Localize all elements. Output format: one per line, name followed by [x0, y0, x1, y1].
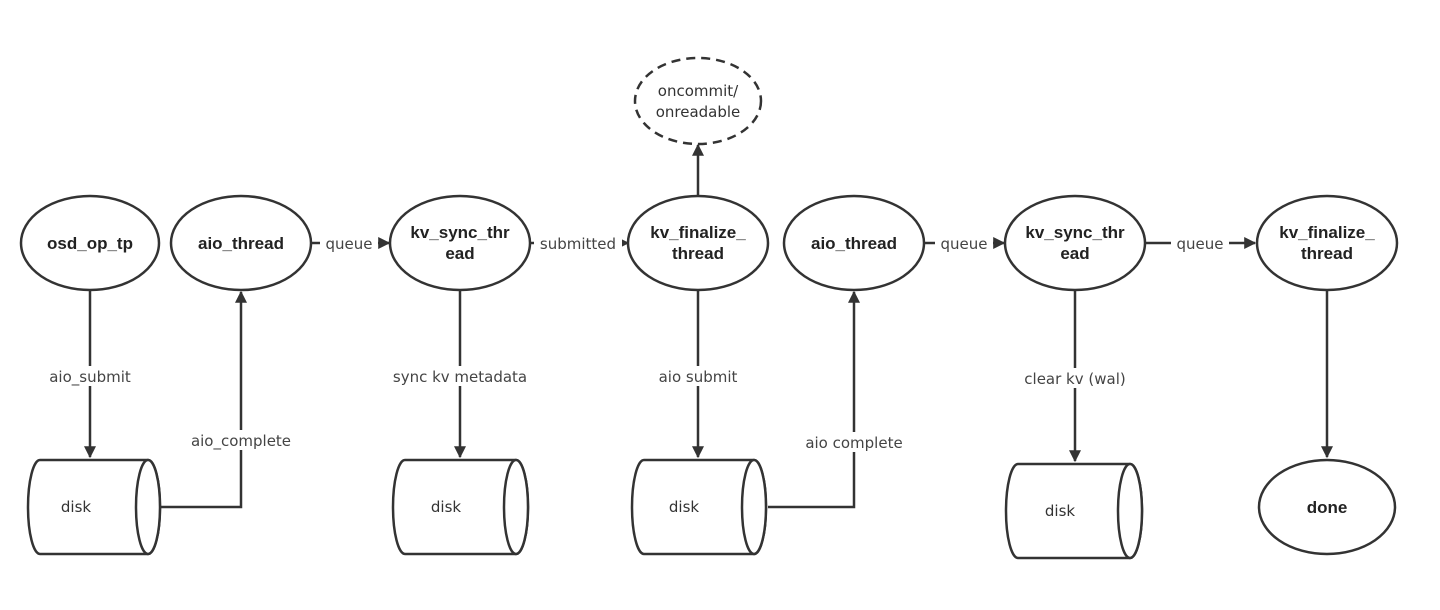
node-disk-4: disk: [1004, 462, 1144, 560]
svg-text:thread: thread: [672, 244, 724, 263]
node-oncommit-onreadable: oncommit/ onreadable: [633, 56, 763, 146]
svg-text:kv_finalize_: kv_finalize_: [1279, 223, 1375, 242]
node-osd-op-tp: osd_op_tp: [19, 194, 161, 292]
svg-text:clear kv (wal): clear kv (wal): [1024, 370, 1125, 388]
svg-text:ead: ead: [445, 244, 474, 263]
edge-label-queue-1: queue: [320, 233, 378, 253]
svg-text:disk: disk: [431, 498, 462, 516]
svg-text:kv_sync_thr: kv_sync_thr: [410, 223, 510, 242]
svg-text:onreadable: onreadable: [656, 103, 741, 121]
edge-label-aio-submit-2: aio submit: [645, 366, 751, 386]
edge-aio-complete: [160, 290, 247, 509]
node-kv-sync-thread-2: kv_sync_thr ead: [1003, 194, 1147, 292]
edge-label-clear-kv: clear kv (wal): [1015, 368, 1135, 388]
edge-label-aio-complete-2: aio complete: [794, 432, 914, 452]
svg-text:disk: disk: [1045, 502, 1076, 520]
edge-label-aio-submit: aio_submit: [40, 366, 140, 387]
svg-text:thread: thread: [1301, 244, 1353, 263]
node-kv-finalize-thread-2: kv_finalize_ thread: [1255, 194, 1399, 292]
svg-text:osd_op_tp: osd_op_tp: [47, 234, 133, 253]
svg-text:aio_thread: aio_thread: [811, 234, 897, 253]
node-aio-thread-1: aio_thread: [169, 194, 313, 292]
svg-text:kv_sync_thr: kv_sync_thr: [1025, 223, 1125, 242]
edge-aio-complete-2: [768, 290, 860, 509]
edge-label-aio-complete: aio_complete: [181, 430, 301, 451]
edge-label-queue-2: queue: [935, 233, 993, 253]
node-aio-thread-2: aio_thread: [782, 194, 926, 292]
svg-text:done: done: [1307, 498, 1348, 517]
svg-text:queue: queue: [941, 235, 988, 253]
edge-label-queue-3: queue: [1171, 233, 1229, 253]
edge-label-sync-kv-metadata: sync kv metadata: [385, 366, 535, 386]
node-disk-2: disk: [391, 458, 530, 556]
svg-text:oncommit/: oncommit/: [658, 82, 739, 100]
svg-text:aio submit: aio submit: [659, 368, 738, 386]
svg-text:submitted: submitted: [540, 235, 616, 253]
svg-text:aio_complete: aio_complete: [191, 432, 291, 451]
svg-text:disk: disk: [61, 498, 92, 516]
svg-text:aio_submit: aio_submit: [49, 368, 131, 387]
svg-text:kv_finalize_: kv_finalize_: [650, 223, 746, 242]
svg-text:aio_thread: aio_thread: [198, 234, 284, 253]
node-disk-3: disk: [630, 458, 768, 556]
svg-text:aio complete: aio complete: [805, 434, 902, 452]
edge-label-submitted: submitted: [534, 233, 622, 253]
node-kv-finalize-thread-1: kv_finalize_ thread: [626, 194, 770, 292]
svg-text:queue: queue: [1177, 235, 1224, 253]
svg-text:sync kv metadata: sync kv metadata: [393, 368, 527, 386]
svg-text:queue: queue: [326, 235, 373, 253]
node-done: done: [1257, 458, 1397, 556]
node-kv-sync-thread-1: kv_sync_thr ead: [388, 194, 532, 292]
svg-text:disk: disk: [669, 498, 700, 516]
node-disk-1: disk: [26, 458, 162, 556]
svg-text:ead: ead: [1060, 244, 1089, 263]
